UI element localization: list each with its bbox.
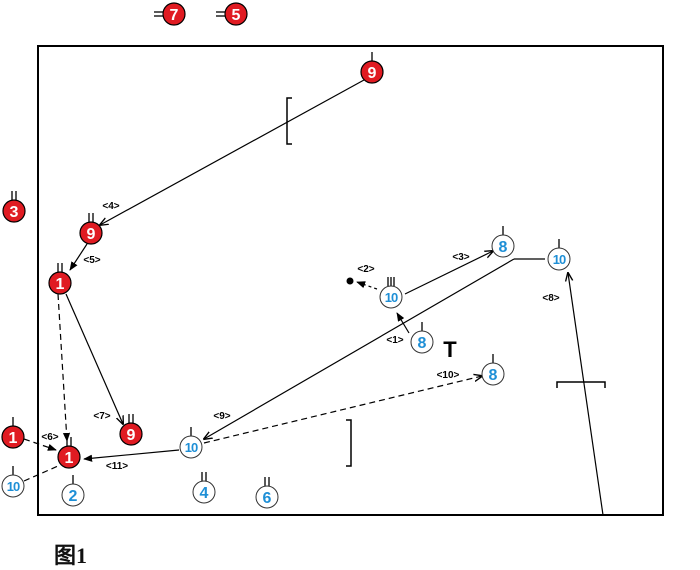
player-marker-blue: 8 (481, 354, 505, 386)
player-marker-red: 7 (154, 2, 186, 26)
player-number: 9 (368, 65, 377, 82)
step-label: <2> (357, 264, 374, 275)
player-number: 7 (170, 7, 179, 24)
player-circle (410, 330, 434, 354)
player-circle (48, 271, 72, 295)
player-number: 1 (65, 450, 74, 467)
step-label: <8> (542, 293, 559, 304)
player-marker-blue: 8 (491, 226, 515, 258)
player-circle (491, 234, 515, 258)
player-circle (360, 60, 384, 84)
bracket-mark-right (556, 381, 606, 388)
player-circle (179, 435, 203, 459)
player-number: 10 (385, 290, 398, 305)
step-label: <4> (102, 201, 119, 212)
player-marker-red: 1 (1, 417, 25, 449)
step-label: <5> (83, 255, 100, 266)
player-number: 3 (10, 204, 19, 221)
step-label: <1> (386, 335, 403, 346)
player-marker-red: 1 (57, 437, 81, 469)
move-line-dashed-down (57, 293, 71, 442)
player-circle (547, 247, 571, 271)
player-number: 9 (127, 427, 136, 444)
player-marker-blue: 8 (410, 322, 434, 354)
t-mark: T (443, 337, 457, 362)
player-circle (57, 445, 81, 469)
movement-lines (23, 79, 604, 516)
step-label: <10> (437, 370, 460, 381)
player-marker-blue: 10 (179, 427, 203, 459)
player-circle (1, 474, 25, 498)
court-boundary (37, 45, 664, 516)
player-marker-red: 5 (216, 2, 248, 26)
player-circle (2, 199, 26, 223)
move-line-11 (83, 449, 180, 462)
player-circle (224, 2, 248, 26)
bracket-mark-bottom (346, 419, 352, 467)
player-marker-red: 9 (79, 213, 103, 245)
ball (346, 277, 354, 285)
step-label: <7> (93, 411, 110, 422)
player-number: 10 (7, 479, 20, 494)
player-circle (255, 485, 279, 509)
figure-caption: 图1 (54, 543, 88, 568)
player-circle (1, 425, 25, 449)
player-marker-blue: 4 (192, 472, 216, 504)
player-number: 10 (553, 252, 566, 267)
player-number: 1 (9, 430, 18, 447)
player-circle (61, 483, 85, 507)
move-line-4 (100, 79, 365, 225)
player-number: 8 (418, 335, 427, 352)
player-marker-red: 9 (360, 52, 384, 84)
player-number: 8 (499, 239, 508, 256)
move-line-3 (404, 251, 493, 295)
player-circle (481, 362, 505, 386)
player-number: 8 (489, 367, 498, 384)
step-labels: <1> <2> <3> <4> <5> <6> <7> <8> <9> <10>… (41, 201, 559, 472)
player-marker-red: 3 (2, 191, 26, 223)
move-line-6 (23, 438, 57, 451)
bracket-mark-top (286, 97, 292, 145)
move-line-7 (65, 293, 123, 424)
player-circle (379, 285, 403, 309)
player-number: 1 (56, 276, 65, 293)
player-circle (162, 2, 186, 26)
move-line-9 (204, 258, 515, 439)
player-marker-red: 9 (119, 414, 143, 446)
step-label: <6> (41, 432, 58, 443)
move-line-10 (203, 376, 482, 444)
player-number: 5 (232, 7, 241, 24)
player-marker-blue: 2 (61, 475, 85, 507)
player-marker-blue: 10 (547, 239, 571, 271)
player-circle (192, 480, 216, 504)
player-number: 4 (200, 485, 209, 502)
player-number: 10 (185, 440, 198, 455)
player-marker-red: 1 (48, 263, 72, 295)
player-number: 9 (87, 226, 96, 243)
move-line-dashed-from-10 (23, 465, 59, 482)
player-marker-blue: 10 (379, 277, 403, 309)
player-marker-blue: 6 (255, 477, 279, 509)
players-layer: 7 5 9 3 9 1 9 1 1 10 2 4 6 10 10 8 8 10 8 (1, 2, 571, 509)
player-number: 6 (263, 490, 272, 507)
player-circle (119, 422, 143, 446)
step-label: <11> (106, 461, 128, 472)
step-label: <9> (213, 411, 230, 422)
player-marker-blue: 10 (1, 466, 25, 498)
move-line-2 (356, 281, 378, 290)
move-line-8 (568, 273, 604, 516)
move-line-1 (396, 312, 410, 334)
player-number: 2 (69, 488, 78, 505)
move-line-5 (69, 243, 88, 271)
player-circle (79, 221, 103, 245)
step-label: <3> (452, 252, 469, 263)
